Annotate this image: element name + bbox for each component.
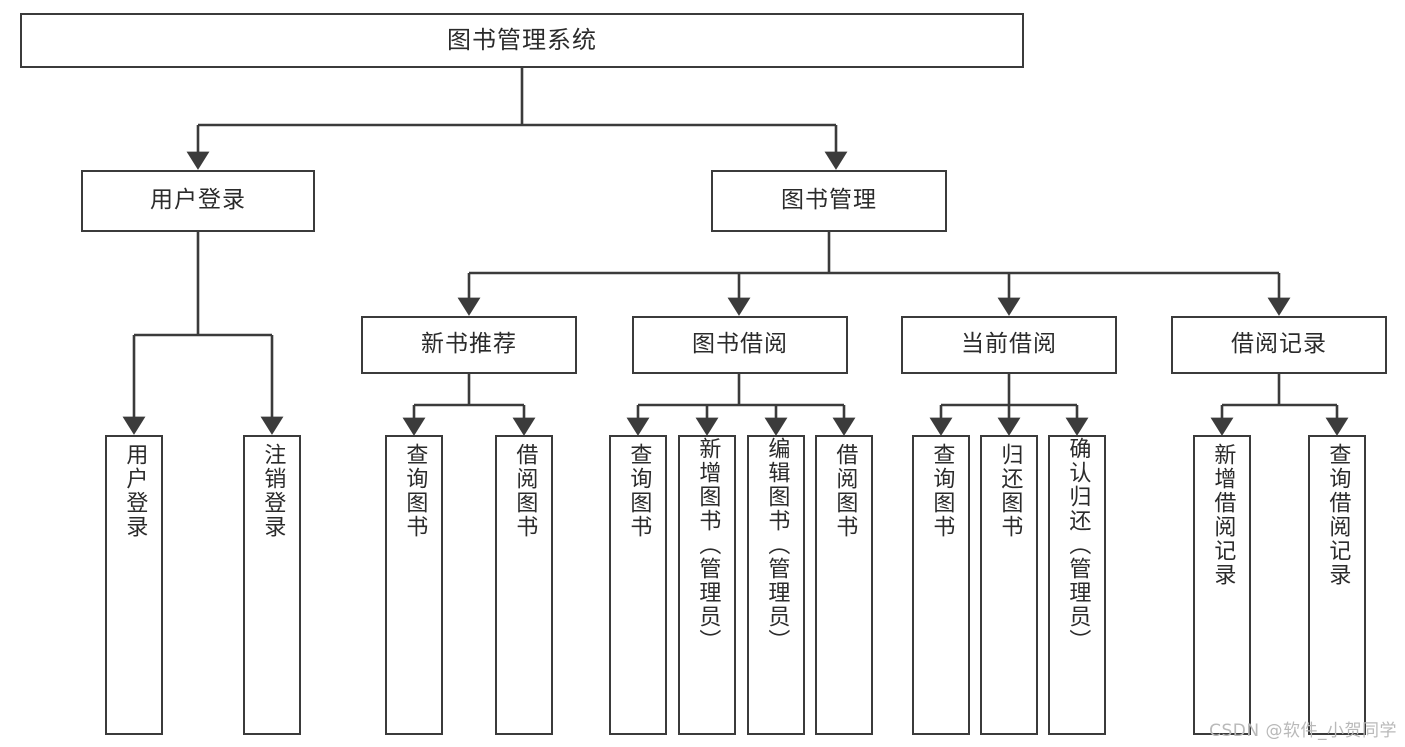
leaf-add-book-admin[interactable]: 新增图书（管理员）: [678, 435, 736, 735]
node-label: 编辑图书（管理员）: [764, 437, 790, 653]
leaf-add-borrow-record[interactable]: 新增借阅记录: [1193, 435, 1251, 735]
leaf-logout-login[interactable]: 注销登录: [243, 435, 301, 735]
node-label: 借阅记录: [1231, 331, 1327, 358]
node-label: 新增借阅记录: [1210, 443, 1236, 587]
leaf-edit-book-admin[interactable]: 编辑图书（管理员）: [747, 435, 805, 735]
node-label: 用户登录: [122, 443, 148, 539]
node-label: 图书管理系统: [447, 26, 597, 55]
leaf-borrow-book[interactable]: 借阅图书: [815, 435, 873, 735]
node-label: 图书管理: [781, 187, 877, 214]
node-label: 当前借阅: [961, 331, 1057, 358]
node-book-management[interactable]: 图书管理: [711, 170, 947, 232]
node-book-borrow[interactable]: 图书借阅: [632, 316, 848, 374]
node-label: 注销登录: [260, 443, 286, 539]
leaf-query-borrow-record[interactable]: 查询借阅记录: [1308, 435, 1366, 735]
watermark: CSDN @软件_小贺同学: [1209, 721, 1397, 741]
node-label: 归还图书: [997, 443, 1023, 539]
node-label: 确认归还（管理员）: [1065, 437, 1091, 653]
leaf-return-book[interactable]: 归还图书: [980, 435, 1038, 735]
node-user-login[interactable]: 用户登录: [81, 170, 315, 232]
node-label: 借阅图书: [512, 443, 538, 539]
leaf-borrow-book-recommend[interactable]: 借阅图书: [495, 435, 553, 735]
node-label: 借阅图书: [832, 443, 858, 539]
leaf-query-book-borrow[interactable]: 查询图书: [609, 435, 667, 735]
node-label: 图书借阅: [692, 331, 788, 358]
node-label: 新增图书（管理员）: [695, 437, 721, 653]
leaf-query-book-recommend[interactable]: 查询图书: [385, 435, 443, 735]
leaf-query-book-current[interactable]: 查询图书: [912, 435, 970, 735]
node-label: 查询图书: [929, 443, 955, 539]
leaf-user-login[interactable]: 用户登录: [105, 435, 163, 735]
node-label: 用户登录: [150, 187, 246, 214]
node-borrow-record[interactable]: 借阅记录: [1171, 316, 1387, 374]
node-current-borrow[interactable]: 当前借阅: [901, 316, 1117, 374]
node-label: 查询借阅记录: [1325, 443, 1351, 587]
node-label: 查询图书: [626, 443, 652, 539]
leaf-confirm-return-admin[interactable]: 确认归还（管理员）: [1048, 435, 1106, 735]
node-root-system[interactable]: 图书管理系统: [20, 13, 1024, 68]
node-new-book-recommend[interactable]: 新书推荐: [361, 316, 577, 374]
node-label: 查询图书: [402, 443, 428, 539]
node-label: 新书推荐: [421, 331, 517, 358]
